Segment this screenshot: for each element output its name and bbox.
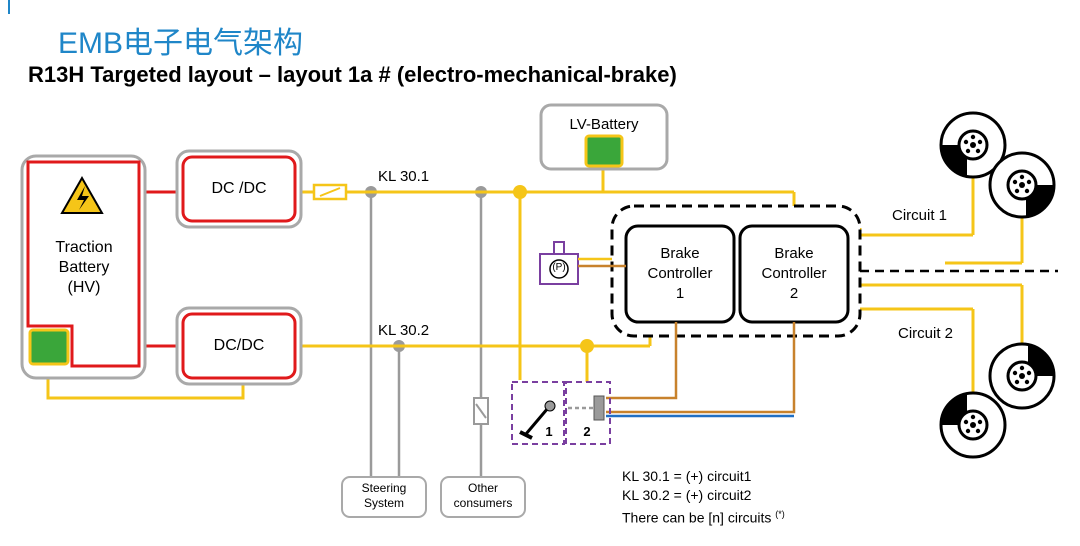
other-consumers-label: Other consumers: [453, 481, 513, 510]
pedal-sensor-2-label: 2: [583, 424, 591, 439]
circuit1-label: Circuit 1: [892, 207, 948, 224]
brake-pedal-icon: [519, 400, 556, 440]
parking-brake-icon: [549, 259, 569, 279]
brake-controller-1-box: [624, 224, 736, 324]
brake-disc-icon: [939, 111, 1007, 179]
brake-disc-icon: [988, 342, 1056, 410]
lv-battery-cell: [584, 134, 624, 168]
circuit2-label: Circuit 2: [898, 325, 954, 342]
legend-notes: KL 30.1 = (+) circuit1 KL 30.2 = (+) cir…: [622, 467, 785, 528]
lv-battery-label: LV-Battery: [569, 116, 639, 133]
page-title-cn: EMB电子电气架构: [58, 27, 304, 60]
dcdc-bottom-label: DC/DC: [213, 337, 265, 354]
pedal-sensor-2-box: [565, 381, 611, 445]
traction-battery-label: Traction Battery (HV): [55, 239, 113, 296]
power-lines: [46, 165, 1024, 400]
dcdc-top-label: DC /DC: [211, 180, 267, 197]
steering-system-label: Steering System: [361, 481, 407, 510]
pedal-sensor-1-label: 1: [545, 424, 553, 439]
signal-line-orange: [606, 322, 678, 400]
junction-dot: [580, 339, 594, 353]
other-consumers-box: [440, 476, 526, 518]
junction-dot: [513, 185, 527, 199]
dcdc-bottom-box: [181, 312, 297, 380]
dcdc-top-box: [181, 155, 297, 223]
parking-brake-symbol: (P): [552, 262, 566, 273]
brake-controller-1-label: Brake Controller 1: [647, 245, 713, 302]
page-title-en: R13H Targeted layout – layout 1a # (elec…: [28, 62, 677, 87]
footnote-mark: (*): [775, 509, 785, 519]
pedal-sensor-1-box: [511, 381, 565, 445]
traction-battery-lv-cell: [28, 328, 70, 366]
note-line-2: KL 30.2 = (+) circuit2: [622, 487, 752, 503]
kl301-label: KL 30.1: [378, 168, 430, 185]
brake-disc-icon: [988, 151, 1056, 219]
traction-battery-hv-outline: [26, 160, 141, 368]
hv-lines: [145, 190, 181, 348]
ground-wires: [369, 192, 594, 478]
pedal-position-sensor: [593, 395, 605, 421]
kl302-label: KL 30.2: [378, 322, 430, 339]
brake-controller-2-label: Brake Controller 2: [761, 245, 827, 302]
brake-disc-icon: [939, 391, 1007, 459]
note-line-1: KL 30.1 = (+) circuit1: [622, 468, 752, 484]
steering-system-box: [341, 476, 427, 518]
note-line-3: There can be [n] circuits (*): [622, 509, 785, 526]
